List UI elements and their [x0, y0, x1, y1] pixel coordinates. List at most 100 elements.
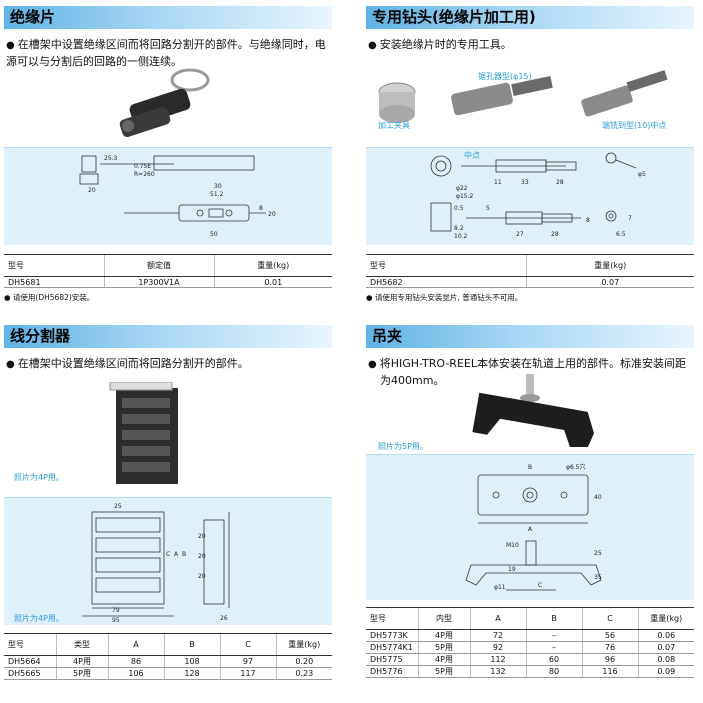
section-description: ●在槽架中设置绝缘区间而将回路分割开的部件。与绝缘同时，电 源可以与分割后的回路…: [6, 38, 326, 68]
panel-splitter: 线分割器 ●在槽架中设置绝缘区间而将回路分割开的部件。: [4, 325, 332, 373]
hole-saw-label: 锯孔器型(φ15): [478, 72, 532, 81]
section-description: ●在槽架中设置绝缘区间而将回路分割开的部件。: [6, 357, 249, 370]
panel-hanger: 吊夹 ●将HIGH-TRO-REEL本体安装在轨道上用的部件。标准安装间距 为4…: [366, 325, 694, 389]
drill-photo: [378, 70, 668, 123]
dim-label: R=260: [134, 171, 155, 178]
dim-label: A: [174, 551, 179, 558]
drill-spec-table: 型号 重量(kg) DH5682 0.07: [366, 254, 694, 288]
insulator-spec-table: 型号 额定值 重量(kg) DH5681 1P300V1A 0.01: [4, 254, 332, 288]
dim-label: 20: [268, 211, 276, 218]
bullet-icon: ●: [368, 359, 377, 370]
section-title: 线分割器: [4, 325, 332, 348]
splitter-diagram: 25 79 95 26 20 20 20 C A B 照片为4P用。: [4, 497, 332, 625]
dim-label: M10: [506, 542, 519, 549]
dim-label: 30: [214, 183, 222, 190]
insulator-photo: [119, 68, 210, 137]
panel-insulator: 绝缘片 ●在槽架中设置绝缘区间而将回路分割开的部件。与绝缘同时，电 源可以与分割…: [4, 6, 332, 70]
hanger-photo: [472, 374, 595, 447]
hanger-drawing: B φ6.5穴 40 A M10 25 19 φ11 C 35: [465, 463, 602, 591]
dim-label: 8.2: [454, 225, 464, 232]
section-title: 绝缘片: [4, 6, 332, 29]
col-header: 内型: [417, 607, 470, 630]
dim-label: 95: [112, 617, 120, 624]
dim-label: 33: [521, 179, 529, 186]
dim-label: φ11: [494, 584, 506, 591]
insulator-note: ● 请使用(DH5682)安装。: [4, 293, 95, 302]
dim-label: 40: [594, 494, 602, 501]
col-header: 额定值: [103, 254, 214, 277]
dim-label: A: [528, 526, 533, 533]
center-label: 端铣到型(10)中点: [602, 121, 667, 130]
bullet-icon: ●: [368, 40, 377, 51]
col-header: 型号: [4, 254, 104, 277]
dim-label: 28: [551, 231, 559, 238]
dim-label: 10.2: [454, 233, 468, 240]
dim-label: φ22: [456, 185, 468, 192]
col-header: C: [581, 607, 638, 630]
dim-label: 26: [220, 615, 228, 622]
table-row: DH5681 1P300V1A 0.01: [4, 276, 332, 288]
dim-label: C: [166, 551, 170, 558]
bullet-icon: ●: [6, 40, 15, 51]
photo-caption: 照片为5P用。: [378, 442, 428, 451]
dim-label: 35: [594, 574, 602, 581]
col-header: A: [469, 607, 526, 630]
dim-label: φ15.2: [456, 193, 474, 200]
dim-label: 11: [494, 179, 502, 186]
dim-label: 0.5: [454, 205, 464, 212]
dim-label: 27: [516, 231, 524, 238]
col-header: A: [107, 633, 164, 656]
fixture-label: 加工夹具: [378, 121, 410, 130]
col-header: 类型: [55, 633, 108, 656]
dim-label: 50: [210, 231, 218, 238]
dim-label: 8: [259, 205, 263, 212]
col-header: 重量(kg): [213, 254, 332, 277]
photo-caption: 照片为4P用。: [14, 473, 64, 482]
splitter-photo: [109, 382, 178, 484]
section-description: ●将HIGH-TRO-REEL本体安装在轨道上用的部件。标准安装间距 为400m…: [368, 357, 686, 387]
drill-diagram: 中点 φ22 φ15.2 11 33 28 7 6.5 27 28 5 0.5 …: [366, 147, 694, 245]
dim-label: 20: [198, 553, 206, 560]
section-description: ●安装绝缘片时的专用工具。: [368, 38, 512, 51]
col-header: 型号: [366, 607, 418, 630]
col-header: B: [525, 607, 582, 630]
dim-label: 5: [486, 205, 490, 212]
table-row: DH5682 0.07: [366, 276, 694, 288]
dim-label: 20: [198, 533, 206, 540]
dim-label: C: [538, 582, 542, 589]
center-point-label: 中点: [464, 150, 480, 160]
hanger-diagram: B φ6.5穴 40 A M10 25 19 φ11 C 35: [366, 454, 694, 600]
col-header: 重量(kg): [525, 254, 694, 277]
dim-label: B: [528, 464, 532, 471]
dim-label: 0.75E: [134, 163, 151, 170]
dim-label: 28: [556, 179, 564, 186]
drill-drawing: 中点 φ22 φ15.2 11 33 28 7 6.5 27 28 5 0.5 …: [430, 150, 646, 240]
insulator-drawing: 25.3 20 0.75E R=260 30 51.2 50 20 8: [79, 155, 276, 238]
section-title: 专用钻头(绝缘片加工用): [366, 6, 694, 29]
dim-label: 25: [114, 503, 122, 510]
dim-label: 79: [112, 607, 120, 614]
dim-label: 20: [198, 573, 206, 580]
col-header: 型号: [366, 254, 526, 277]
panel-drill: 专用钻头(绝缘片加工用) ●安装绝缘片时的专用工具。: [366, 6, 694, 54]
diagram-caption: 照片为4P用。: [14, 614, 64, 623]
col-header: 型号: [4, 633, 56, 656]
dim-label: 6.5: [616, 231, 626, 238]
drill-note: ● 请使用专用钻头安装觉片, 普通钻头不可用。: [366, 293, 523, 302]
insulator-diagram: 25.3 20 0.75E R=260 30 51.2 50 20 8: [4, 147, 332, 245]
dim-label: 20: [88, 187, 96, 194]
col-header: B: [163, 633, 220, 656]
dim-label: 25: [594, 550, 602, 557]
dim-label: 7: [628, 215, 632, 222]
dim-label: φ5: [638, 171, 646, 178]
col-header: 重量(kg): [275, 633, 332, 656]
dim-label: 25.3: [104, 155, 118, 162]
section-title: 吊夹: [366, 325, 694, 348]
